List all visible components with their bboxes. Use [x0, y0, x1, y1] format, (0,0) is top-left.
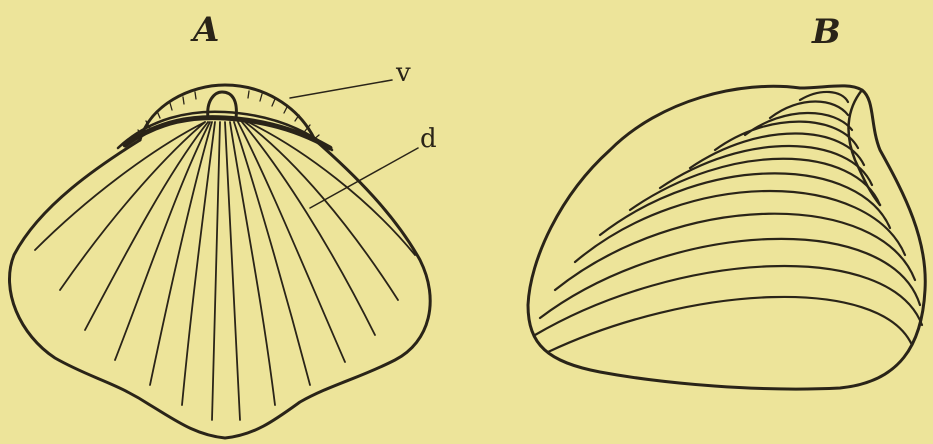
- shell-a-outline: [9, 140, 430, 438]
- shell-b-ridge: [849, 90, 880, 205]
- leader-line-v: [290, 80, 392, 98]
- shell-b: [528, 86, 925, 389]
- leader-line-d: [310, 148, 418, 208]
- figure-letter-a: A: [193, 10, 219, 50]
- figure-letter-b: B: [812, 12, 841, 52]
- shell-a-beak: [208, 92, 237, 118]
- label-d: d: [420, 124, 437, 154]
- shell-b-outline: [528, 86, 925, 389]
- shell-a: [9, 80, 430, 438]
- label-v: v: [396, 58, 411, 88]
- shell-b-growth-lines: [535, 92, 922, 352]
